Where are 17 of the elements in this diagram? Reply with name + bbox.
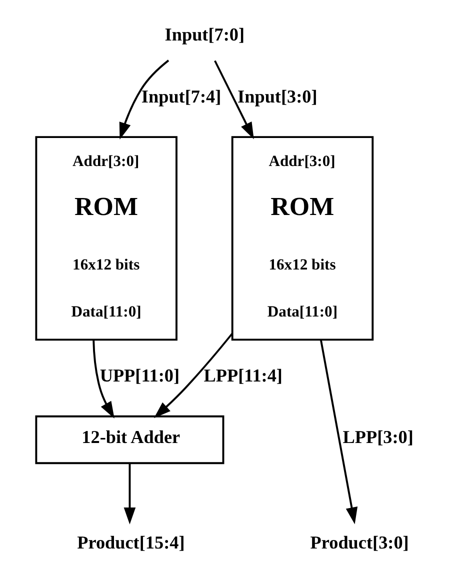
edge-label: UPP[11:0] bbox=[99, 366, 180, 386]
arrow bbox=[319, 340, 358, 524]
edge-label: Input[7:4] bbox=[140, 86, 221, 106]
arrow bbox=[123, 463, 136, 524]
node-text: Product[15:4] bbox=[76, 532, 184, 552]
node-box: Addr[3:0] ROM 16x12 bits Data[11:0] bbox=[34, 136, 177, 341]
node-box: 12-bit Adder bbox=[34, 415, 224, 464]
arrow bbox=[153, 333, 232, 418]
node-text: Product[3:0] bbox=[310, 532, 408, 552]
edge-label: LPP[3:0] bbox=[342, 427, 413, 448]
node-box: Addr[3:0] ROM 16x12 bits Data[11:0] bbox=[230, 136, 374, 341]
arrow bbox=[92, 340, 114, 418]
edge-label: Input[3:0] bbox=[237, 86, 317, 106]
arrow bbox=[214, 60, 254, 140]
node-text: Input[7:0] bbox=[164, 24, 244, 45]
edge-label: LPP[11:4] bbox=[203, 366, 282, 386]
arrow bbox=[118, 60, 169, 140]
